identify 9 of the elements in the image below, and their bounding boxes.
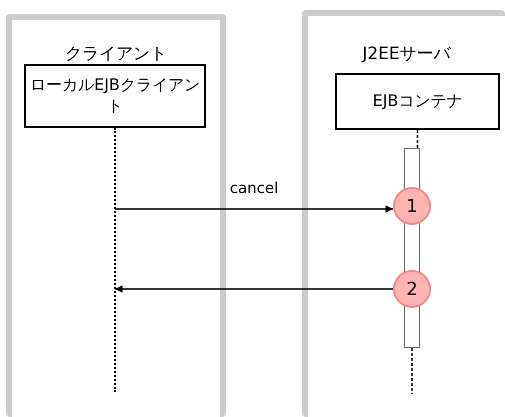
panel-heading: クライアント bbox=[65, 43, 167, 65]
client-panel bbox=[6, 14, 226, 417]
process-box: EJBコンテナ bbox=[335, 73, 500, 130]
panel-heading: J2EEサーバ bbox=[362, 43, 451, 65]
step-circle: 2 bbox=[393, 270, 431, 308]
step-circle: 1 bbox=[393, 187, 431, 225]
process-box: ローカルEJBクライアント bbox=[24, 64, 206, 128]
server-panel bbox=[302, 10, 505, 417]
lifeline bbox=[114, 128, 116, 392]
